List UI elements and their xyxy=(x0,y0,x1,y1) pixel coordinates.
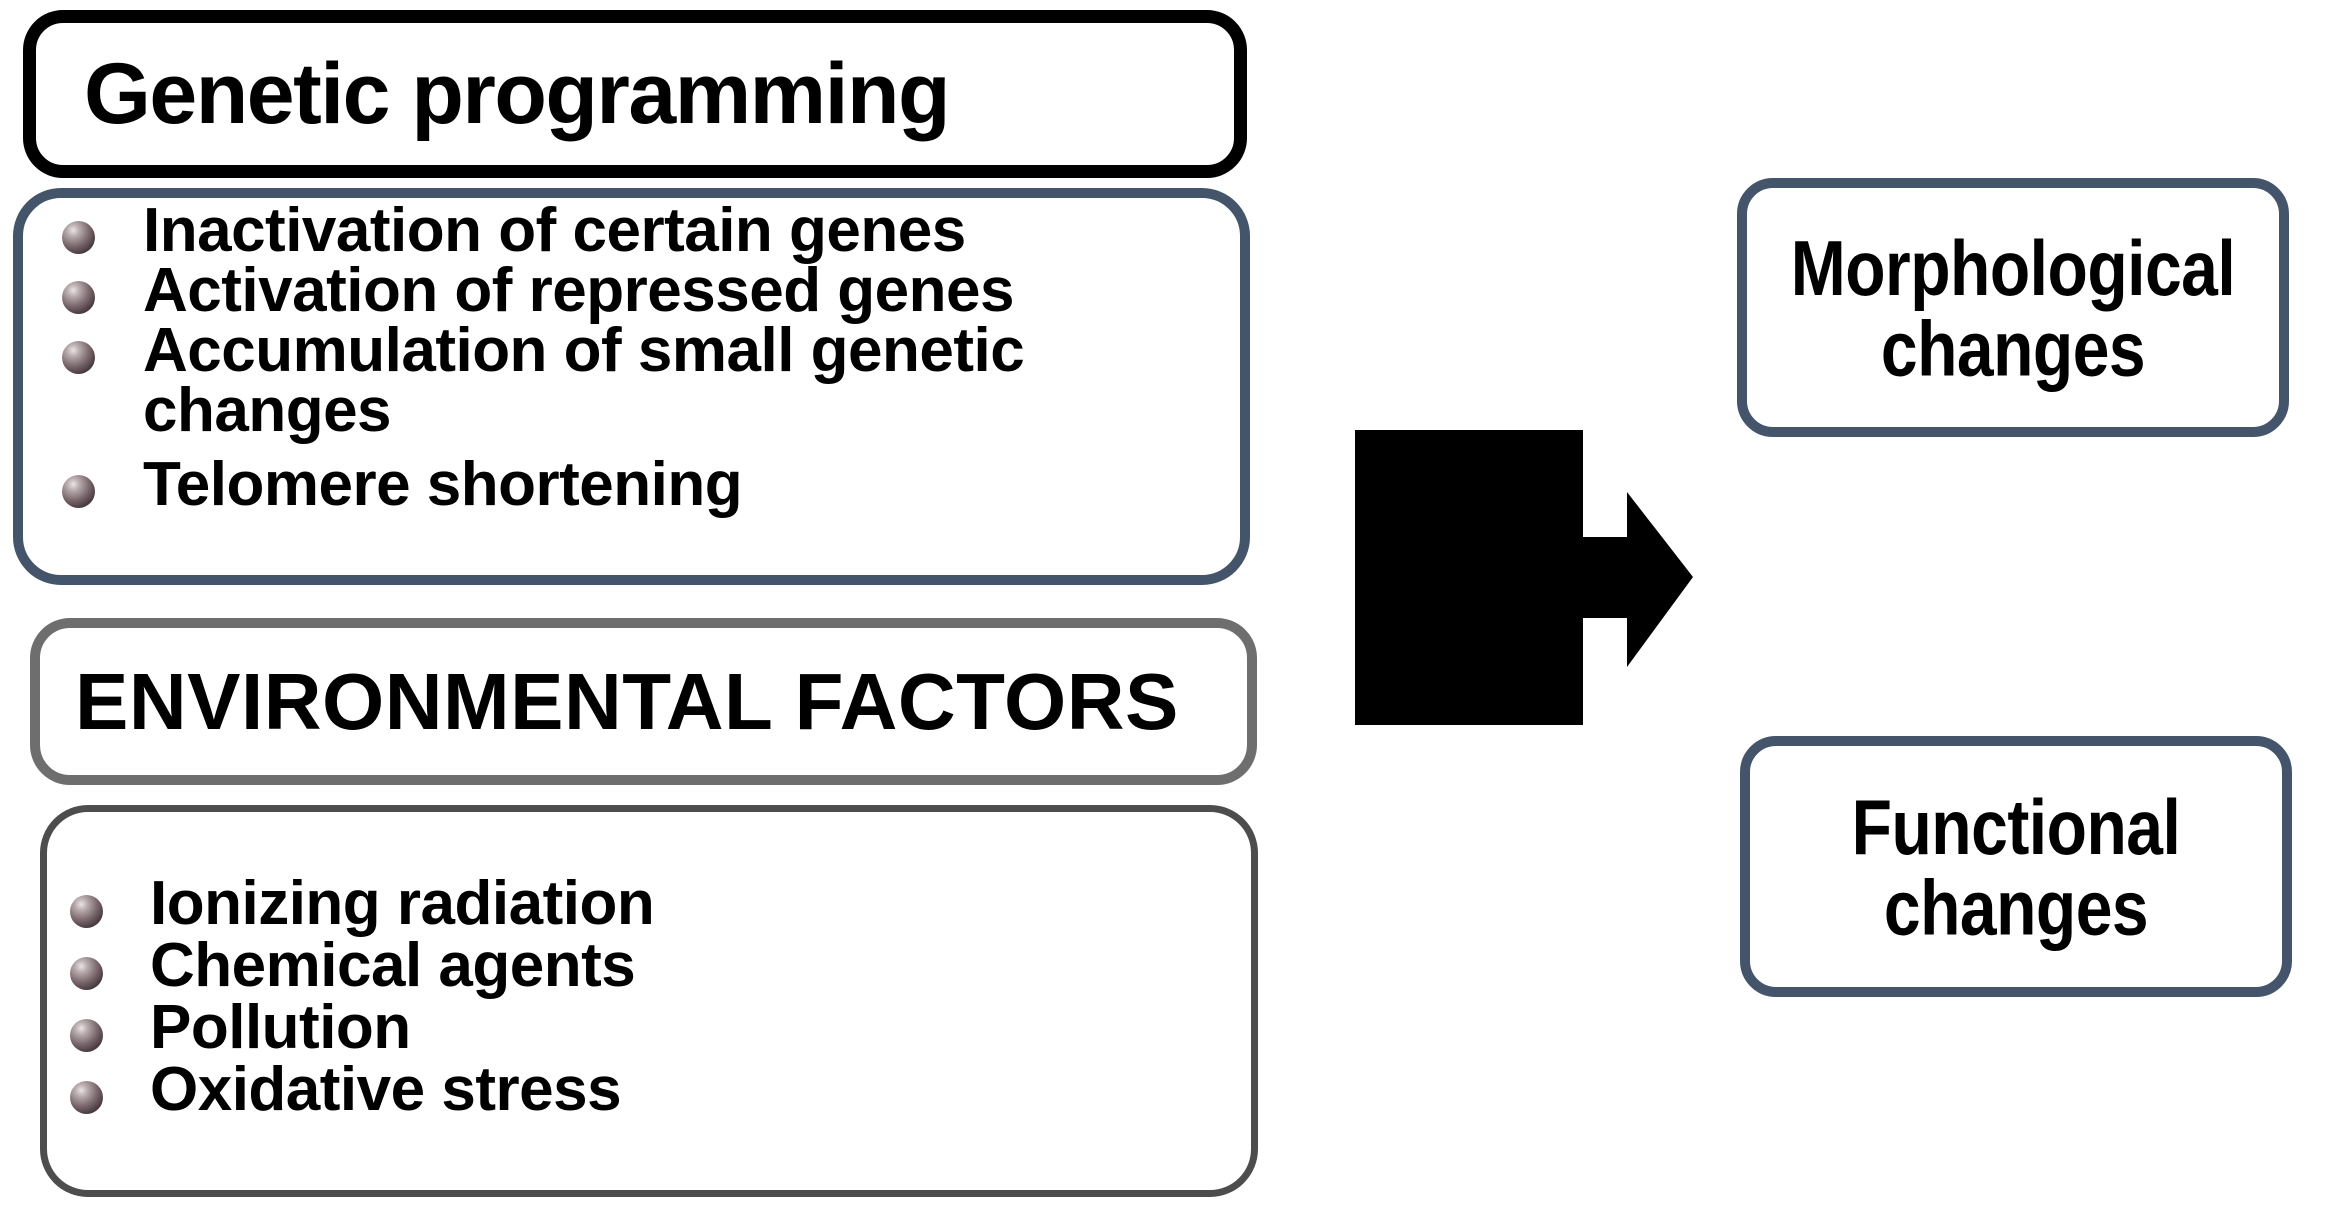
list-item: Activation of repressed genes xyxy=(62,256,1220,325)
list-item: Telomere shortening xyxy=(62,450,1220,519)
morphological-changes-box: Morphological changes xyxy=(1737,178,2289,437)
bullet-label: Oxidative stress xyxy=(150,1055,622,1124)
functional-changes-box: Functional changes xyxy=(1740,736,2292,997)
genetic-programming-box: Genetic programming xyxy=(23,10,1247,178)
bullet-label: Activation of repressed genes xyxy=(143,256,1015,325)
sphere-bullet-icon xyxy=(70,957,103,990)
bullet-label: Ionizing radiation xyxy=(150,869,655,938)
list-item: Inactivation of certain genes xyxy=(62,196,1220,265)
bullet-label: Telomere shortening xyxy=(143,450,743,519)
morphological-changes-label: Morphological changes xyxy=(1790,223,2236,392)
arrow-right-icon xyxy=(1355,430,1693,725)
bullet-label: Chemical agents xyxy=(150,931,636,1000)
sphere-bullet-icon xyxy=(70,895,103,928)
bullet-label: Pollution xyxy=(150,993,411,1062)
sphere-bullet-icon xyxy=(70,1019,103,1052)
sphere-bullet-icon xyxy=(70,1081,103,1114)
environmental-factors-title: ENVIRONMENTAL FACTORS xyxy=(75,656,1179,746)
sphere-bullet-icon xyxy=(62,221,95,254)
list-item: Ionizing radiation xyxy=(70,873,1231,935)
functional-changes-label: Functional changes xyxy=(1851,782,2181,951)
sphere-bullet-icon xyxy=(62,475,95,508)
list-item: Chemical agents xyxy=(70,935,1231,997)
environmental-factors-box: ENVIRONMENTAL FACTORS xyxy=(30,618,1257,785)
sphere-bullet-icon xyxy=(62,341,95,374)
list-item: Pollution xyxy=(70,997,1231,1059)
environmental-list-box: Ionizing radiation Chemical agents Pollu… xyxy=(40,805,1258,1197)
list-item: Oxidative stress xyxy=(70,1059,1231,1121)
bullet-label: Accumulation of small genetic changes xyxy=(143,316,1025,445)
genetic-factors-list-box: Inactivation of certain genes Activation… xyxy=(13,188,1250,585)
genetic-programming-title: Genetic programming xyxy=(84,45,951,142)
sphere-bullet-icon xyxy=(62,281,95,314)
list-item: Accumulation of small genetic changes xyxy=(62,316,1220,445)
bullet-label: Inactivation of certain genes xyxy=(143,196,966,265)
